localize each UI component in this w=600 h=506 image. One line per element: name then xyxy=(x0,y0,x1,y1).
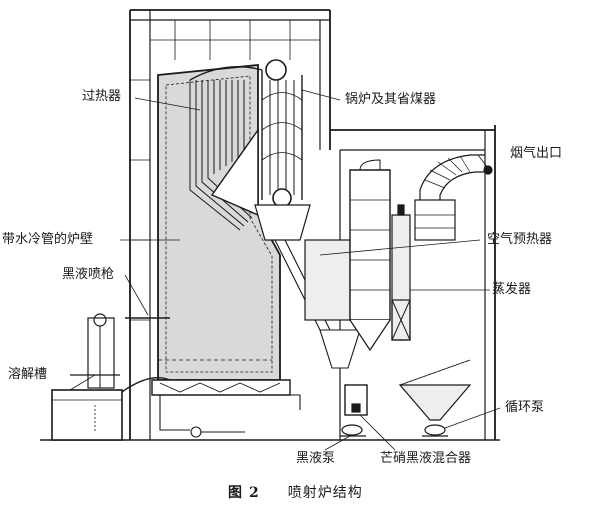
label-boiler-economizer: 锅炉及其省煤器 xyxy=(345,92,437,107)
furnace-inner-wall xyxy=(165,75,273,373)
air-preheater xyxy=(304,159,391,352)
bottom-piping xyxy=(159,394,301,438)
evaporator xyxy=(391,204,411,341)
furnace-nose xyxy=(210,127,259,217)
black-liquor-pump xyxy=(340,424,366,437)
label-flue-gas-outlet: 烟气出口 xyxy=(510,146,563,161)
black-liquor-gun xyxy=(93,313,170,388)
furnace-hearth xyxy=(151,359,291,396)
evaporator-hopper xyxy=(398,359,472,421)
label-evaporator: 蒸发器 xyxy=(492,282,532,297)
label-water-cooled-wall: 带水冷管的炉壁 xyxy=(2,232,94,247)
figure-number: 2 xyxy=(249,485,260,501)
label-circulation-pump: 循环泵 xyxy=(505,400,545,415)
label-dissolving-tank: 溶解槽 xyxy=(8,367,48,382)
building-frame xyxy=(129,9,331,440)
salt-cake-mixer xyxy=(339,368,368,416)
label-salt-cake-mixer: 芒硝黑液混合器 xyxy=(380,451,472,466)
label-superheater: 过热器 xyxy=(82,89,122,104)
leader-lines xyxy=(69,89,501,451)
label-black-liquor-gun: 黑液喷枪 xyxy=(62,267,115,282)
figure-prefix: 图 xyxy=(228,485,243,501)
dissolving-tank xyxy=(51,317,171,441)
flue-gas-duct xyxy=(414,154,493,241)
label-air-preheater: 空气预热器 xyxy=(487,232,553,247)
figure-title: 喷射炉结构 xyxy=(287,485,363,501)
boiler-economizer xyxy=(254,59,311,241)
circulation-pump xyxy=(422,424,448,437)
superheater-tubes xyxy=(189,65,263,231)
label-black-liquor-pump: 黑液泵 xyxy=(296,451,336,466)
